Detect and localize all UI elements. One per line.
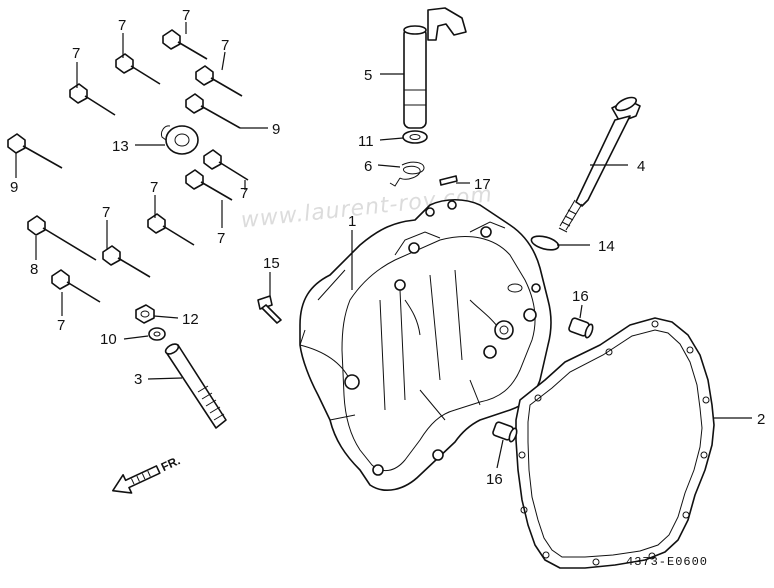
dowel-pin-upper: [568, 317, 594, 339]
callout-14: 14: [598, 238, 615, 255]
callout-5: 5: [364, 67, 372, 84]
callout-7: 7: [118, 17, 126, 34]
callout-7: 7: [57, 317, 65, 334]
spindle-shaft: [403, 7, 467, 129]
callout-1: 1: [348, 213, 356, 230]
washer-10: [148, 327, 166, 341]
oil-seal: [161, 125, 199, 155]
oil-dipstick: [558, 96, 641, 233]
callout-4: 4: [637, 158, 645, 175]
callout-13: 13: [112, 138, 129, 155]
dowel-pin-lower: [492, 421, 518, 443]
leader-lines: [15, 22, 752, 469]
callout-7: 7: [150, 179, 158, 196]
callout-7: 7: [72, 45, 80, 62]
callout-7: 7: [240, 185, 248, 202]
callout-7: 7: [102, 204, 110, 221]
bolt-group: [7, 29, 249, 303]
bolt-15: [257, 295, 282, 324]
callout-7: 7: [217, 230, 225, 247]
callout-16: 16: [486, 471, 503, 488]
callout-10: 10: [100, 331, 117, 348]
callout-labels: 7 7 7 7 9 9 13 7 7 7 7 8 7 15 12 10 3 5 …: [10, 7, 765, 488]
callout-12: 12: [182, 311, 199, 328]
front-direction-arrow: FR.: [112, 453, 182, 494]
callout-9: 9: [272, 121, 280, 138]
small-pin: [439, 175, 458, 186]
callout-17: 17: [474, 176, 491, 193]
diagram-code: 4373-E0600: [626, 555, 708, 569]
cover-gasket: [515, 317, 715, 569]
nut-12: [135, 304, 155, 324]
direction-label: FR.: [159, 453, 182, 474]
callout-7: 7: [182, 7, 190, 24]
callout-7: 7: [221, 37, 229, 54]
callout-9: 9: [10, 179, 18, 196]
callout-6: 6: [364, 158, 372, 175]
stud-3: [164, 343, 227, 429]
return-spring: [389, 161, 425, 187]
washer: [402, 130, 428, 144]
callout-15: 15: [263, 255, 280, 272]
callout-11: 11: [358, 133, 374, 150]
callout-16: 16: [572, 288, 589, 305]
callout-2: 2: [757, 411, 765, 428]
callout-3: 3: [134, 371, 142, 388]
crankcase-cover: [299, 198, 552, 491]
o-ring: [530, 235, 560, 251]
callout-8: 8: [30, 261, 38, 278]
